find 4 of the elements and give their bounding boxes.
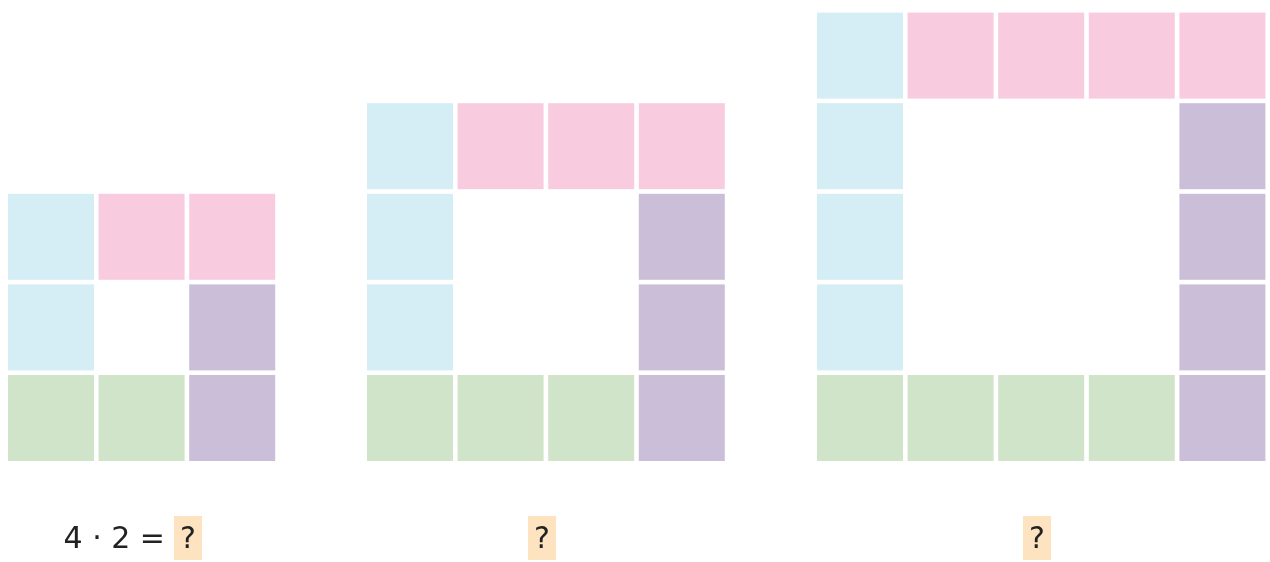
answer-box: ? [174,516,202,560]
equation-text: 4 · 2 = [63,519,165,557]
answer-box: ? [528,516,556,560]
answer-box: ? [1023,516,1051,560]
